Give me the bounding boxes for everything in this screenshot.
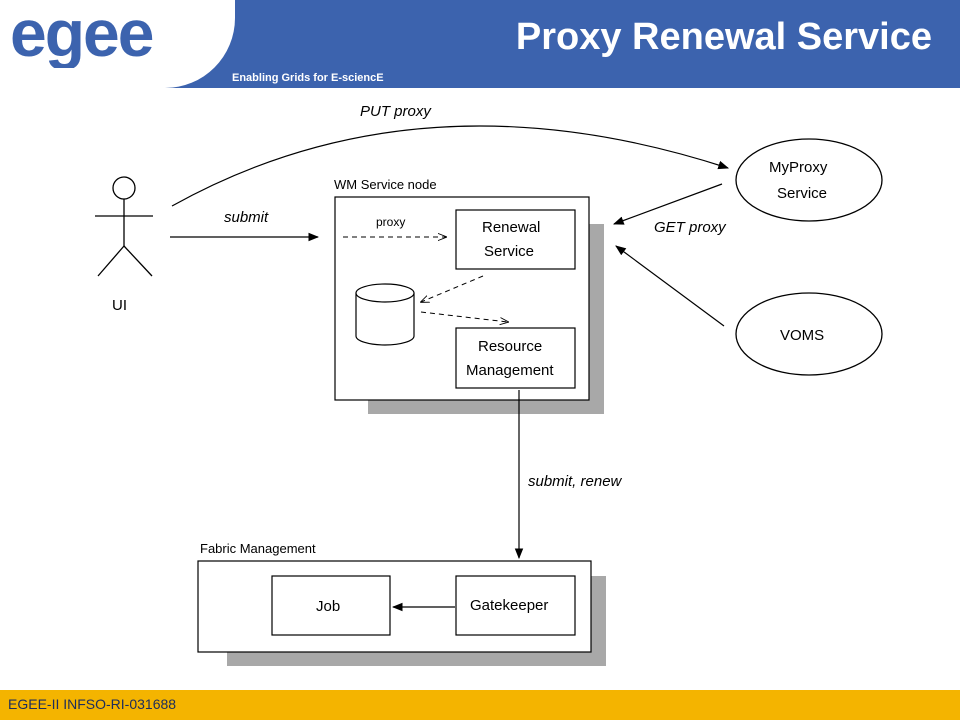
gatekeeper-label: Gatekeeper — [470, 597, 548, 614]
tagline: Enabling Grids for E-sciencE — [232, 72, 384, 84]
voms-arrow — [615, 245, 725, 327]
renewal-to-db-dashed-arrow — [421, 275, 484, 302]
put-proxy-arrow — [171, 125, 730, 207]
wm-node-title: WM Service node — [334, 177, 437, 192]
voms-label: VOMS — [780, 327, 824, 344]
myproxy-label-1: MyProxy — [769, 159, 828, 176]
get-proxy-label: GET proxy — [654, 219, 727, 236]
myproxy-label-2: Service — [777, 185, 827, 202]
footer-bar — [0, 690, 960, 720]
get-proxy-arrow — [612, 183, 723, 225]
proxy-renewal-diagram: UI WM Service node Renewal Service Resou… — [95, 103, 883, 666]
page-title: Proxy Renewal Service — [515, 16, 932, 58]
myproxy-service-ellipse — [735, 138, 883, 222]
renewal-service-label-2: Service — [484, 243, 534, 260]
submit-renew-label: submit, renew — [528, 473, 623, 490]
actor-ui — [95, 176, 153, 277]
resource-management-label-2: Management — [466, 362, 554, 379]
job-box — [271, 575, 391, 636]
footer-text: EGEE-II INFSO-RI-031688 — [8, 696, 177, 712]
proxy-label: proxy — [376, 215, 405, 229]
database-cylinder — [355, 283, 415, 346]
logo-panel — [0, 0, 235, 88]
gatekeeper-box — [455, 575, 576, 636]
fabric-title: Fabric Management — [200, 541, 316, 556]
job-label: Job — [316, 598, 340, 615]
submit-label: submit — [224, 209, 269, 226]
resource-management-box — [455, 327, 576, 389]
logo-text: egee — [10, 8, 153, 68]
voms-ellipse — [735, 292, 883, 376]
actor-ui-label: UI — [112, 297, 127, 314]
resource-management-label-1: Resource — [478, 338, 542, 355]
renewal-service-box — [455, 209, 576, 270]
egee-logo: egee — [10, 8, 155, 68]
put-proxy-label: PUT proxy — [360, 103, 432, 120]
db-to-resource-dashed-arrow — [420, 311, 508, 322]
renewal-service-label-1: Renewal — [482, 219, 540, 236]
